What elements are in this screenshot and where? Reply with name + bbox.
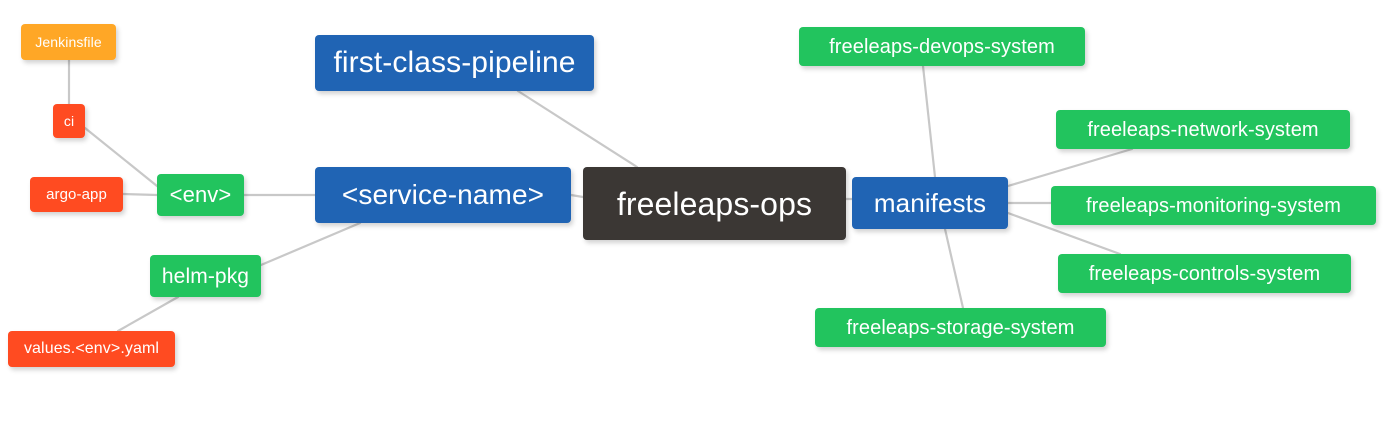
node-label-argo-app: argo-app	[46, 186, 107, 203]
node-values-env-yaml[interactable]: values.<env>.yaml	[8, 331, 175, 367]
node-label-first-class-pipeline: first-class-pipeline	[333, 46, 576, 79]
edge-manifests-to-freeleaps-devops-system	[921, 64, 937, 179]
node-env[interactable]: <env>	[157, 174, 244, 216]
edge-manifests-to-freeleaps-network-system	[1006, 147, 1134, 188]
node-label-jenkinsfile: Jenkinsfile	[35, 34, 102, 50]
node-helm-pkg[interactable]: helm-pkg	[150, 255, 261, 297]
node-label-freeleaps-network-system: freeleaps-network-system	[1087, 118, 1319, 141]
edge-values-env-yaml-to-helm-pkg	[116, 295, 180, 333]
node-label-env: <env>	[169, 182, 232, 207]
node-label-service-name: <service-name>	[341, 179, 545, 210]
edge-first-class-pipeline-to-freeleaps-ops	[516, 89, 639, 169]
node-label-helm-pkg: helm-pkg	[161, 264, 250, 288]
edge-manifests-to-freeleaps-storage-system	[943, 227, 965, 310]
node-label-manifests: manifests	[873, 188, 987, 218]
node-ci[interactable]: ci	[53, 104, 85, 138]
node-freeleaps-controls-system[interactable]: freeleaps-controls-system	[1058, 254, 1351, 293]
node-label-freeleaps-controls-system: freeleaps-controls-system	[1088, 262, 1321, 285]
edge-service-name-to-freeleaps-ops	[569, 193, 585, 199]
node-label-ci: ci	[63, 113, 75, 129]
edge-helm-pkg-to-service-name	[259, 221, 362, 267]
node-label-freeleaps-monitoring-system: freeleaps-monitoring-system	[1085, 194, 1341, 217]
node-freeleaps-monitoring-system[interactable]: freeleaps-monitoring-system	[1051, 186, 1376, 225]
node-jenkinsfile[interactable]: Jenkinsfile	[21, 24, 116, 60]
node-label-freeleaps-storage-system: freeleaps-storage-system	[846, 316, 1075, 339]
node-freeleaps-storage-system[interactable]: freeleaps-storage-system	[815, 308, 1106, 347]
node-freeleaps-devops-system[interactable]: freeleaps-devops-system	[799, 27, 1085, 66]
node-label-freeleaps-ops: freeleaps-ops	[616, 185, 813, 222]
node-label-freeleaps-devops-system: freeleaps-devops-system	[829, 35, 1055, 58]
node-label-values-env-yaml: values.<env>.yaml	[23, 340, 160, 357]
edge-argo-app-to-env	[121, 192, 159, 197]
node-manifests[interactable]: manifests	[852, 177, 1008, 229]
node-freeleaps-network-system[interactable]: freeleaps-network-system	[1056, 110, 1350, 149]
node-freeleaps-ops[interactable]: freeleaps-ops	[583, 167, 846, 240]
node-first-class-pipeline[interactable]: first-class-pipeline	[315, 35, 594, 91]
node-argo-app[interactable]: argo-app	[30, 177, 123, 212]
node-service-name[interactable]: <service-name>	[315, 167, 571, 223]
